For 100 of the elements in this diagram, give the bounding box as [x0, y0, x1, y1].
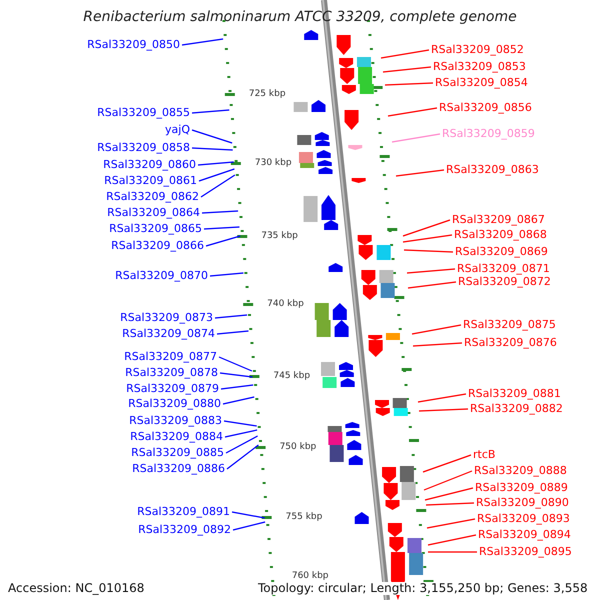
- leader-line: [198, 168, 235, 182]
- gene-label: RSal33209_0882: [470, 402, 563, 415]
- leader-line: [396, 169, 444, 177]
- leader-line: [412, 324, 462, 335]
- leader-line: [224, 429, 258, 438]
- leader-line: [418, 393, 466, 403]
- footer-text: Topology: circular; Length: 3,155,250 bp; Genes: 3,558: [258, 582, 588, 595]
- leader-line: [222, 396, 254, 405]
- gene-label: RSal33209_0880: [128, 397, 221, 410]
- scale-label: 740 kbp: [267, 298, 304, 311]
- gene-label: RSal33209_0878: [125, 366, 218, 379]
- leader-line: [182, 38, 224, 46]
- gene-label: RSal33209_0894: [478, 528, 571, 541]
- leader-line: [214, 314, 248, 319]
- leader-line: [382, 66, 432, 73]
- leader-line: [216, 330, 249, 335]
- leader-line: [424, 470, 472, 491]
- gene-label: RSal33209_0872: [458, 275, 551, 288]
- leader-line: [232, 521, 266, 531]
- gene-label: RSal33209_0859: [442, 127, 535, 140]
- leader-line: [424, 487, 474, 501]
- leader-line: [392, 133, 440, 143]
- gene-label: RSal33209_0879: [126, 382, 219, 395]
- leader-line: [402, 234, 452, 243]
- leader-line: [402, 219, 450, 237]
- gene-label: RSal33209_0871: [457, 262, 550, 275]
- leader-line: [232, 511, 265, 519]
- gene-label: RSal33209_0877: [124, 350, 217, 363]
- gene-label: RSal33209_0855: [97, 106, 190, 119]
- gene-label: RSal33209_0853: [433, 60, 526, 73]
- gene-label: RSal33209_0881: [468, 387, 561, 400]
- gene-label: RSal33209_0876: [464, 336, 557, 349]
- leader-line: [428, 551, 477, 553]
- scale-label: 745 kbp: [273, 370, 310, 383]
- leader-line: [224, 420, 257, 427]
- leader-line: [388, 107, 438, 117]
- gene-label: RSal33209_0850: [87, 38, 180, 51]
- leader-line: [384, 82, 434, 86]
- leader-line: [198, 161, 234, 166]
- scale-label: 755 kbp: [286, 511, 322, 524]
- gene-label: RSal33209_0886: [132, 462, 225, 475]
- leader-line: [204, 226, 240, 230]
- gene-label: RSal33209_0885: [131, 446, 224, 459]
- gene-label: RSal33209_0869: [455, 245, 548, 258]
- leader-line: [210, 272, 244, 277]
- gene-label: RSal33209_0875: [463, 318, 556, 331]
- gene-label: RSal33209_0892: [138, 523, 231, 536]
- gene-label: RSal33209_0884: [130, 430, 223, 443]
- leader-line: [426, 518, 476, 529]
- gene-label: RSal33209_0863: [446, 163, 539, 176]
- gene-label: RSal33209_0852: [431, 43, 524, 56]
- leader-line: [220, 384, 254, 390]
- leader-line: [226, 444, 259, 470]
- leader-line: [404, 249, 454, 253]
- gene-label: RSal33209_0883: [129, 414, 222, 427]
- gene-label: RSal33209_0864: [107, 206, 200, 219]
- scale-label: 760 kbp: [292, 570, 329, 582]
- gene-label: RSal33209_0891: [137, 505, 230, 518]
- gene-label: RSal33209_0870: [115, 269, 208, 282]
- leader-line: [226, 435, 258, 454]
- leader-line: [426, 502, 474, 506]
- leader-line: [380, 49, 430, 59]
- gene-label: RSal33209_0889: [475, 481, 568, 494]
- leader-line: [218, 356, 252, 372]
- gene-label: RSal33209_0867: [452, 213, 545, 226]
- gene-label: RSal33209_0860: [103, 158, 196, 171]
- gene-label: RSal33209_0868: [454, 228, 547, 241]
- scale-label: 725 kbp: [248, 88, 286, 101]
- scale-label: 730 kbp: [254, 157, 292, 170]
- leader-line: [192, 109, 230, 114]
- gene-label: RSal33209_0866: [111, 239, 204, 252]
- gene-label: RSal33209_0858: [97, 141, 190, 154]
- gene-label: RSal33209_0862: [106, 190, 199, 203]
- gene-label: rtcB: [473, 448, 496, 461]
- leader-line: [192, 129, 232, 144]
- leader-line: [206, 235, 240, 247]
- gene-label: RSal33209_0895: [479, 545, 572, 558]
- leader-line: [192, 147, 233, 151]
- leader-line: [412, 342, 462, 347]
- gene-label: RSal33209_0888: [474, 464, 567, 477]
- scale-label: 735 kbp: [261, 230, 298, 243]
- leader-line: [418, 408, 468, 412]
- gene-label: RSal33209_0854: [435, 76, 528, 89]
- gene-label: RSal33209_0890: [476, 496, 569, 509]
- title: Renibacterium salmoninarum ATCC 33209, complete genome: [82, 9, 518, 26]
- gene-label: yajQ: [165, 123, 190, 136]
- leader-line: [200, 174, 236, 198]
- gene-label: RSal33209_0893: [477, 512, 570, 525]
- footer-text: Accession: NC_010168: [8, 582, 144, 595]
- gene-label: RSal33209_0873: [120, 311, 213, 324]
- leader-line: [220, 372, 253, 378]
- leader-line: [406, 268, 456, 274]
- gene-label: RSal33209_0861: [104, 174, 197, 187]
- leader-line: [202, 210, 238, 214]
- leader-line: [422, 454, 472, 473]
- scale-label: 750 kbp: [280, 441, 316, 454]
- gene-label: RSal33209_0865: [109, 222, 202, 235]
- gene-label: RSal33209_0874: [122, 327, 215, 340]
- leader-line: [428, 534, 476, 546]
- gene-label: RSal33209_0856: [439, 101, 532, 114]
